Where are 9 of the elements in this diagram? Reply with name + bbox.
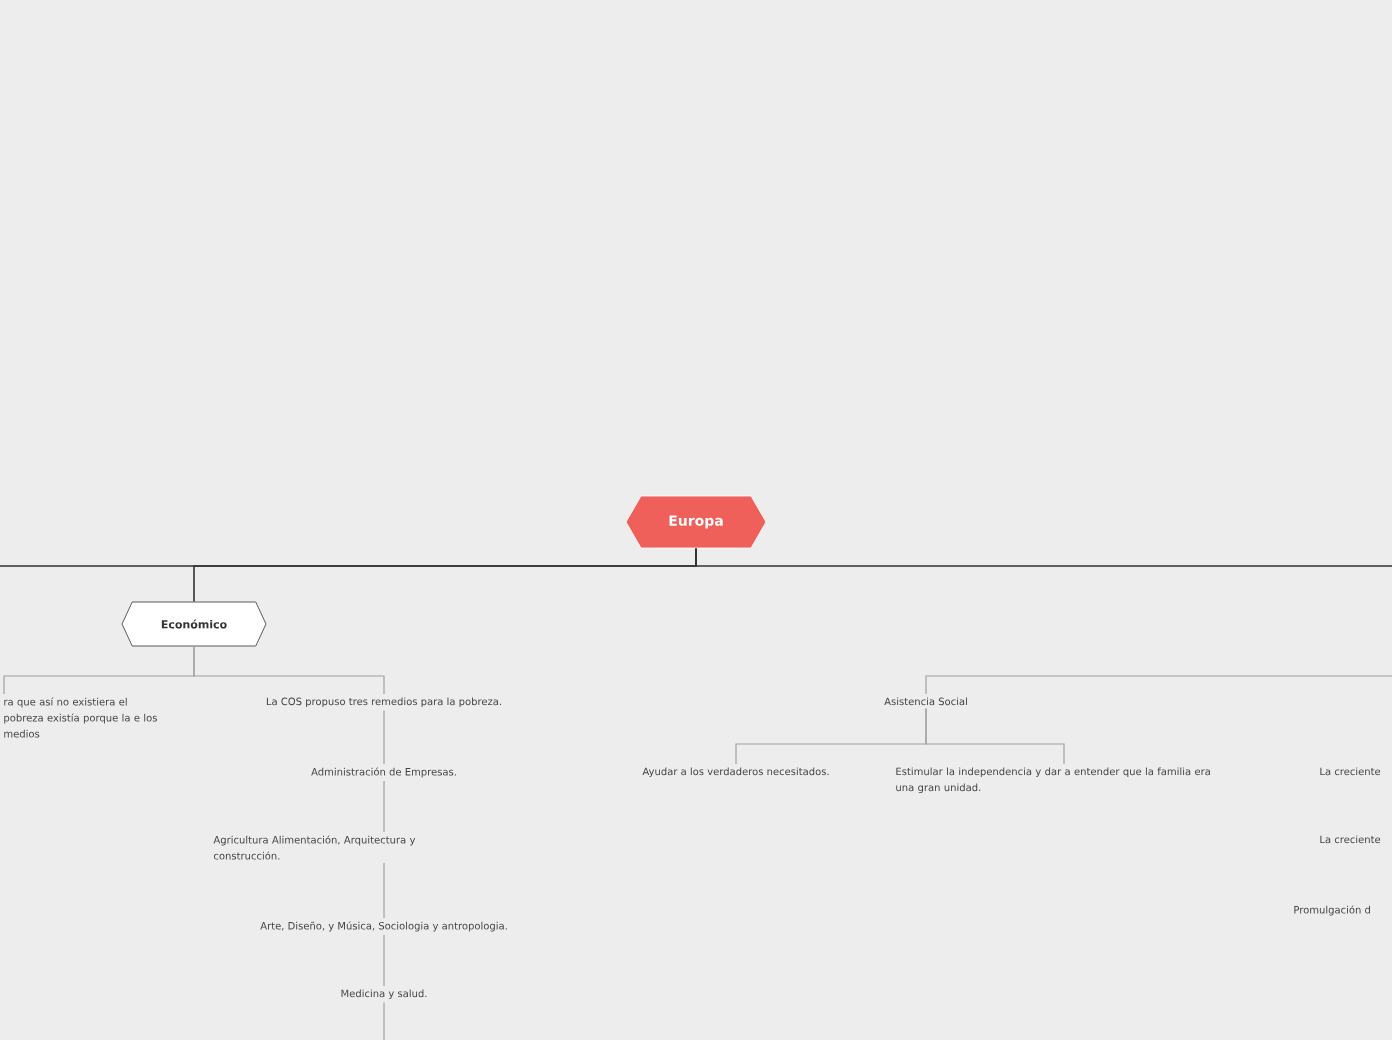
connector-line xyxy=(695,547,1392,567)
connector-line xyxy=(383,862,385,919)
connector-line xyxy=(383,709,385,765)
connector-line xyxy=(383,934,385,987)
connector-line xyxy=(193,645,385,695)
connector-line xyxy=(925,675,1392,695)
connector-line xyxy=(383,1001,385,1040)
connector-line xyxy=(383,780,385,833)
connector-line xyxy=(925,707,1065,765)
